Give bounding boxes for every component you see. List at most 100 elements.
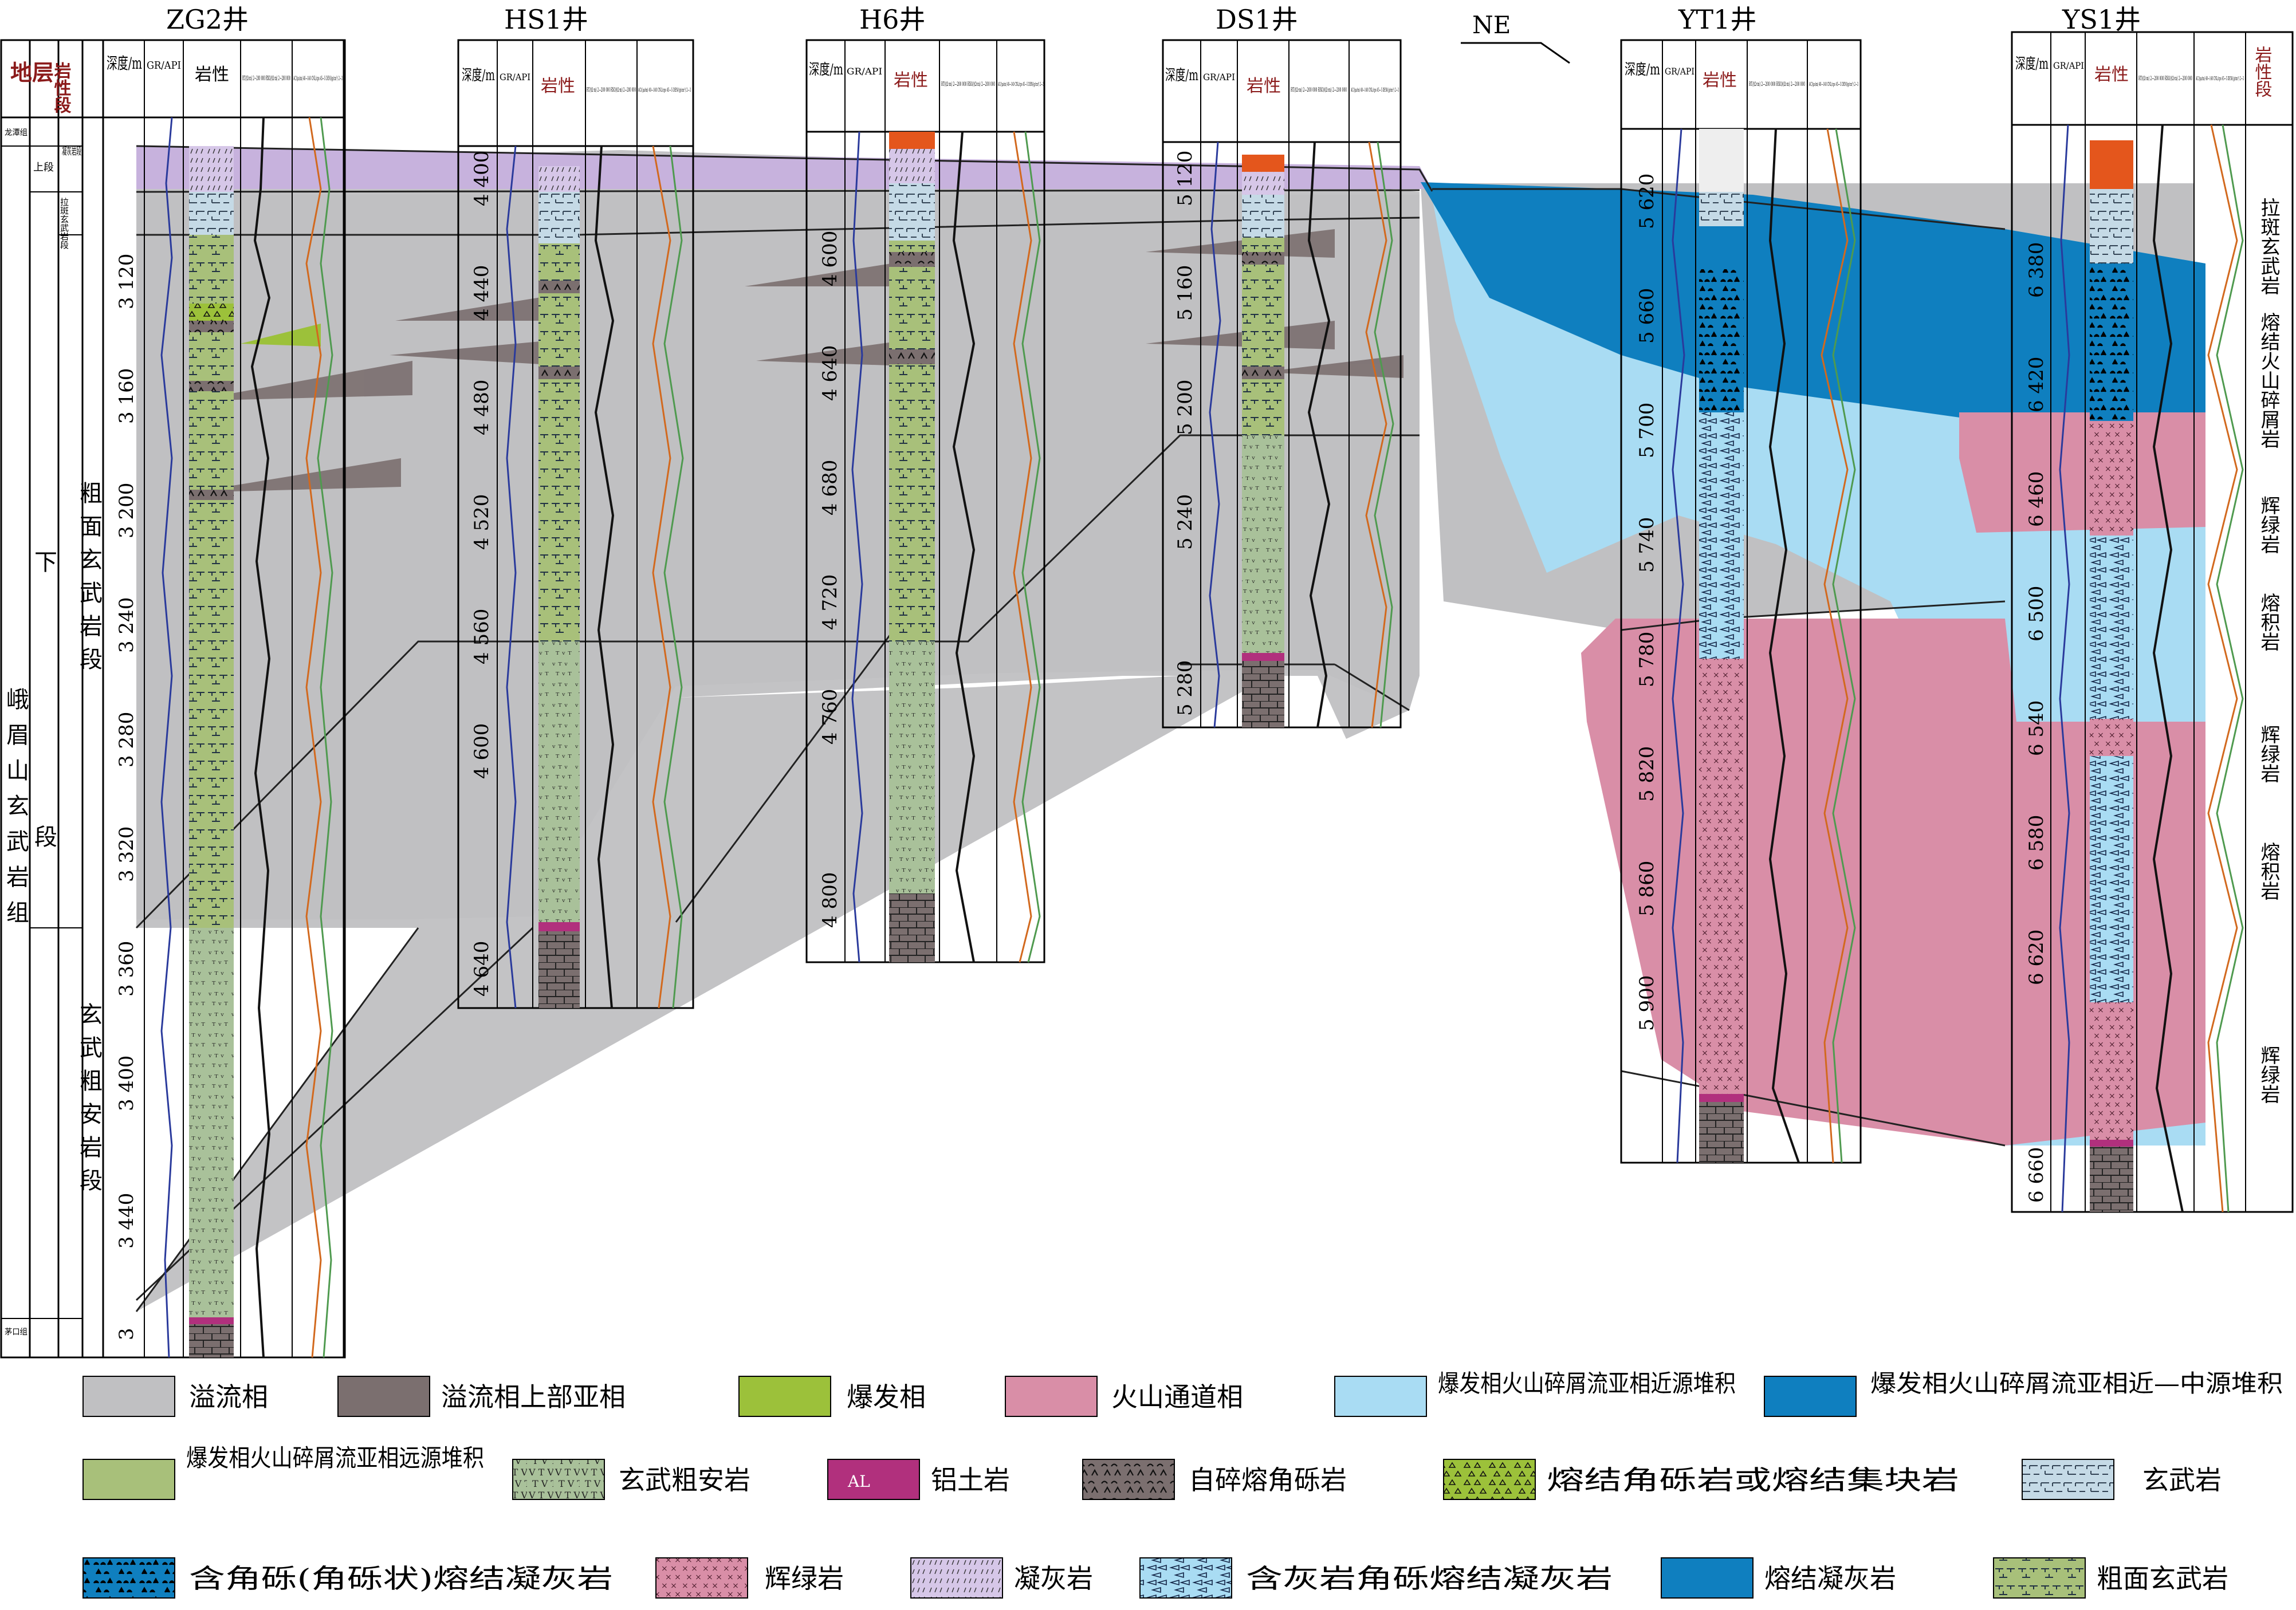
depth-ticks: 4 400 4 440 4 480 4 520 4 560 4 600 4 64… [470, 151, 493, 997]
lith-header: 岩性 [541, 76, 575, 96]
correlation-bodies [135, 145, 2205, 1312]
legend-label-autobreccia: 自碎熔角砾岩 [1189, 1465, 1347, 1495]
depth-ticks: 3 120 3 160 3 200 3 240 3 280 3 320 3 36… [115, 254, 138, 1340]
legend-label-proximal-medial: 爆发相火山碎屑流亚相近—中源堆积 [1870, 1369, 2283, 1398]
depth-header: 深度/m [1625, 61, 1660, 78]
depth-label: 4 720 [819, 574, 842, 630]
depth-label: 3 400 [115, 1056, 138, 1111]
proximal-medial-pyroclastic-zone [1421, 182, 2205, 424]
header-member: 岩性段 [51, 62, 72, 114]
lith-header: 岩性 [1247, 76, 1281, 96]
depth-label: 6 540 [2025, 700, 2048, 756]
depth-label: 5 860 [1635, 861, 1658, 916]
depth-ticks: 4 600 4 640 4 680 4 720 4 760 4 800 [819, 231, 842, 928]
well-yt1: YT1井 深度/m GR/API 岩性 RT/(Ω·m) 2—200 000 R… [1620, 4, 1862, 1164]
depth-header: 深度/m [462, 67, 495, 84]
explosive-facies-wedge [241, 324, 321, 347]
gr-header: GR/API [1203, 72, 1235, 82]
rt-header: RT/(Ω·m) 2—200 000 RXO/(Ω·m) 2—200 000 [242, 74, 290, 82]
depth-label: 5 660 [1635, 288, 1658, 344]
depth-label: 3 360 [115, 941, 138, 997]
longtan-formation: 龙潭组 [5, 128, 27, 137]
member-label: 辉绿岩 [2257, 725, 2280, 783]
depth-label: 4 400 [470, 151, 493, 206]
legend-label-overflow-upper: 溢流相上部亚相 [441, 1381, 626, 1412]
legend-label-vent: 火山通道相 [1111, 1381, 1243, 1412]
depth-label: 3 200 [115, 483, 138, 538]
legend-label-trachybasalt: 粗面玄武岩 [2097, 1563, 2228, 1594]
well-h6: H6井 深度/m GR/API 岩性 RT/(Ω·m) 2—200 000 RX… [805, 4, 1045, 963]
legend-label-proximal: 爆发相火山碎屑流亚相近源堆积 [1438, 1369, 1736, 1398]
well-name: YT1井 [1678, 4, 1756, 35]
lith-header: 岩性 [2094, 65, 2129, 85]
header-formation: 地层 [10, 60, 54, 85]
depth-label: 4 440 [470, 265, 493, 321]
lith-header: 岩性 [1703, 70, 1737, 90]
legend-label-basaltic-andesite: 玄武粗安岩 [619, 1465, 750, 1495]
depth-header: 深度/m [809, 61, 843, 78]
depth-label: 4 680 [819, 460, 842, 515]
well-zg2: ZG2井 深度/m GR/API 岩性 RT/(Ω·m) 2—200 000 R… [102, 4, 345, 1359]
maokou-formation: 茅口组 [5, 1328, 27, 1337]
direction-label: NE [1472, 11, 1511, 39]
depth-label: 3 240 [115, 597, 138, 653]
ac-header: AC/(μs/m) 40—140 CNL/cps 45—5 DEN/(g/cm³… [2196, 76, 2244, 82]
depth-label: 5 740 [1635, 517, 1658, 573]
depth-label: 4 800 [819, 872, 842, 928]
depth-label: 5 200 [1174, 380, 1197, 435]
depth-label: 5 780 [1635, 632, 1658, 687]
depth-header: 深度/m [2015, 56, 2049, 73]
depth-ticks: 5 120 5 160 5 200 5 240 5 280 [1174, 151, 1197, 716]
member-label: 熔积岩 [2257, 593, 2280, 651]
member-header: 岩性段 [2252, 46, 2273, 97]
depth-label: 5 120 [1174, 151, 1197, 206]
legend-label-bauxite: 铝土岩 [931, 1465, 1010, 1495]
depth-label: 6 500 [2025, 586, 2048, 641]
depth-label: 4 600 [819, 231, 842, 286]
ac-header: AC/(μs/m) 40—140 CNL/cps 45—5 DEN/(g/cm³… [1351, 87, 1399, 93]
member-label: 辉绿岩 [2257, 1045, 2280, 1104]
direction-arrow: NE [1461, 11, 1570, 64]
legend-label-distal: 爆发相火山碎屑流亚相远源堆积 [186, 1444, 484, 1472]
depth-label: 4 760 [819, 689, 842, 745]
legend-label-overflow: 溢流相 [189, 1381, 268, 1412]
depth-label: 6 460 [2025, 471, 2048, 527]
depth-label: 6 580 [2025, 815, 2048, 871]
well-name: YS1井 [2062, 4, 2141, 35]
rt-header: RT/(Ω·m) 2—200 000 RXO/(Ω·m) 2—200 000 [1291, 87, 1347, 93]
depth-label: 3 120 [115, 254, 138, 309]
depth-label: 6 620 [2025, 930, 2048, 985]
legend-label-welded-breccia: 熔结角砾岩或熔结集块岩 [1547, 1465, 1959, 1495]
depth-label: 5 820 [1635, 746, 1658, 802]
rt-header: RT/(Ω·m) 2—200 000 RXO/(Ω·m) 2—200 000 [2138, 76, 2192, 82]
depth-label: 6 420 [2025, 357, 2048, 412]
member-label: 熔结火山碎屑岩 [2257, 312, 2280, 448]
emeishan-formation: 峨眉山玄武岩组 [2, 687, 29, 936]
tuff-band [136, 147, 1432, 189]
ac-header: AC/(μs/m) 40—140 CNL/cps 45—5 DEN/(g/cm³… [638, 87, 691, 93]
tuff-member: 凝灰岩段 [62, 146, 81, 158]
depth-label: 4 640 [819, 345, 842, 401]
well-name: H6井 [859, 4, 925, 35]
depth-header: 深度/m [107, 54, 142, 73]
ac-header: AC/(μs/m) 40—140 CNL/cps 45—5 DEN/(g/cm³… [998, 81, 1044, 88]
depth-label: 3 320 [115, 826, 138, 882]
bauxite-pattern-label: AL [847, 1472, 870, 1491]
legend-label-limestone-breccia-welded-tuff: 含灰岩角砾熔结凝灰岩 [1246, 1563, 1613, 1594]
legend-label-basalt: 玄武岩 [2142, 1465, 2222, 1495]
lith-header: 岩性 [195, 65, 229, 85]
depth-label: 3 440 [115, 1193, 138, 1249]
well-name: ZG2井 [166, 4, 249, 35]
overflow-upper-lenses [190, 229, 1403, 493]
depth-label: 3 280 [115, 712, 138, 767]
ac-header: AC/(μs/m) 40—140 CNL/cps 45—5 DEN/(g/cm³… [293, 76, 343, 82]
vent-dike-1 [1959, 412, 2205, 533]
member-label: 辉绿岩 [2257, 495, 2280, 554]
depth-ticks: 5 620 5 660 5 700 5 740 5 780 5 820 5 86… [1635, 174, 1658, 1031]
depth-label: 5 240 [1174, 494, 1197, 550]
depth-ticks: 6 380 6 420 6 460 6 500 6 540 6 580 6 62… [2025, 242, 2048, 1203]
legend-label-explosive: 爆发相 [847, 1381, 926, 1412]
depth-label: 5 160 [1174, 265, 1197, 321]
ac-header: AC/(μs/m) 40—140 CNL/cps 45—5 DEN/(g/cm³… [1809, 81, 1858, 88]
depth-label: 5 620 [1635, 174, 1658, 229]
